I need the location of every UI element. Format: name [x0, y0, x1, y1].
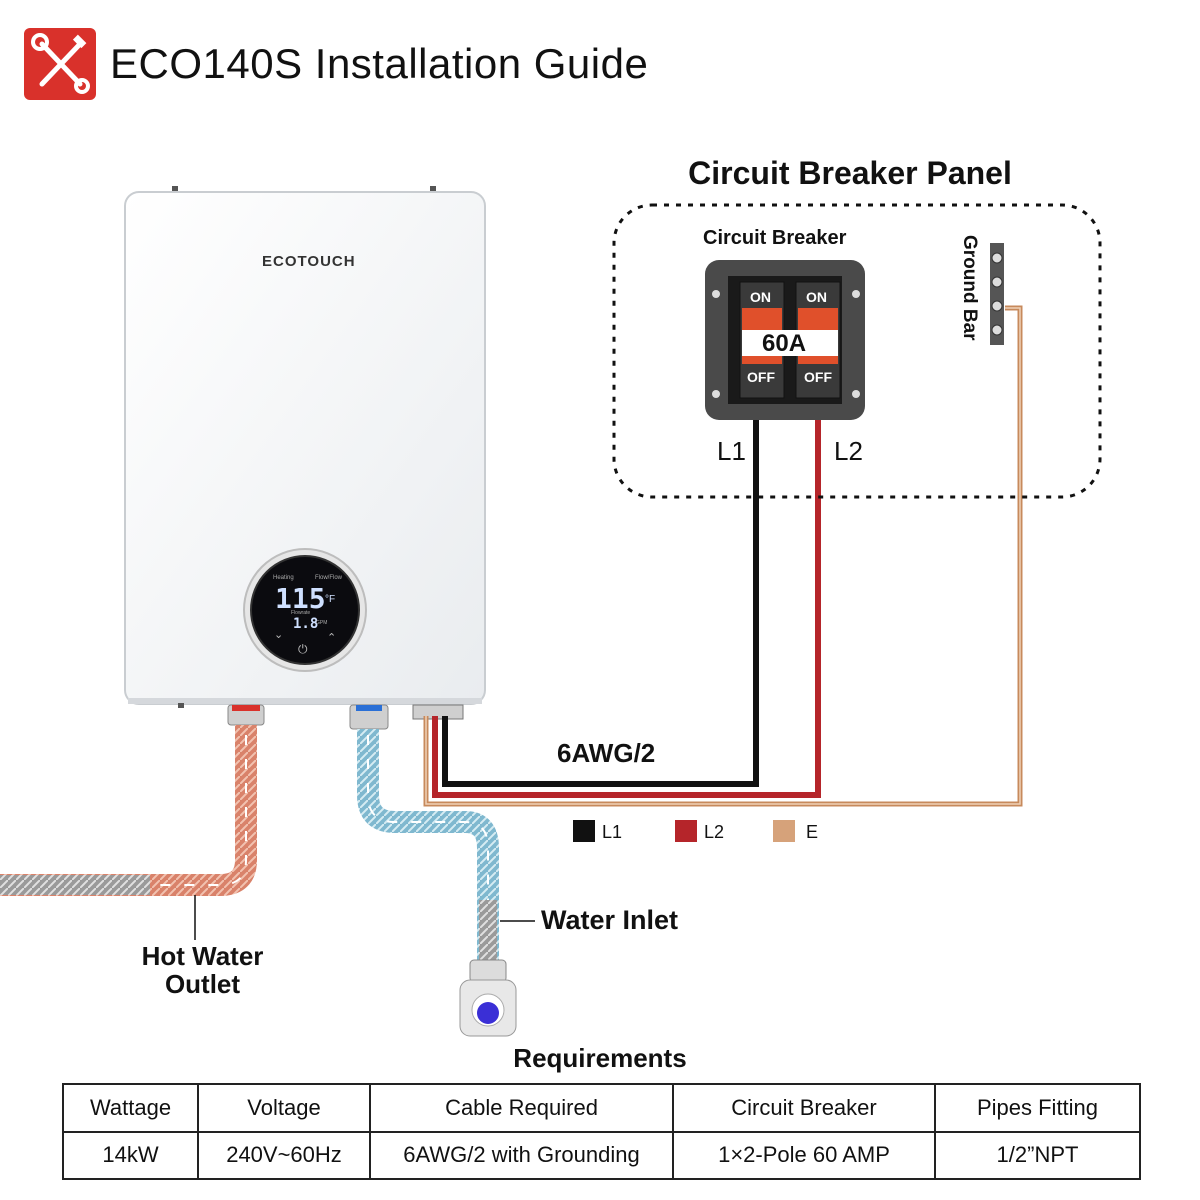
- panel-outline: [612, 203, 1102, 499]
- display-label-flow: Flow/Flow: [315, 575, 343, 581]
- display-label-flowrate: Flowrate: [291, 610, 311, 616]
- cold-water-pipe: [349, 704, 535, 1037]
- hot-water-pipe: [0, 704, 265, 940]
- display-temperature: 115: [275, 582, 326, 615]
- down-arrow-icon[interactable]: ⌄: [274, 629, 284, 641]
- legend-label-e: E: [806, 822, 819, 842]
- water-heater: [124, 186, 486, 708]
- header-voltage: Voltage: [197, 1083, 371, 1133]
- cable-label: 6AWG/2: [557, 738, 656, 768]
- header-wattage: Wattage: [62, 1083, 199, 1133]
- ground-bar-label: Ground Bar: [959, 235, 980, 341]
- display-flow: 1.8: [293, 616, 319, 632]
- switch-off-right: OFF: [804, 369, 832, 385]
- header-cable: Cable Required: [369, 1083, 674, 1133]
- value-wattage: 14kW: [62, 1130, 199, 1180]
- legend-swatch-l2: [675, 820, 697, 842]
- water-inlet-label: Water Inlet: [541, 905, 679, 935]
- display-temp-unit: °F: [325, 594, 336, 605]
- up-arrow-icon[interactable]: ⌃: [327, 632, 337, 644]
- legend-swatch-e: [773, 820, 795, 842]
- display-label-heating: Heating: [273, 575, 294, 581]
- hot-water-outlet-label: Hot Water Outlet: [141, 941, 264, 999]
- switch-on-right: ON: [806, 289, 827, 305]
- table-row: 14kW 240V~60Hz 6AWG/2 with Grounding 1×2…: [62, 1130, 1141, 1180]
- legend-label-l1: L1: [602, 822, 623, 842]
- value-voltage: 240V~60Hz: [197, 1130, 371, 1180]
- legend-label-l2: L2: [704, 822, 725, 842]
- tools-icon: [24, 28, 96, 100]
- breaker-label: Circuit Breaker: [703, 227, 847, 249]
- power-icon[interactable]: ⏻: [298, 642, 308, 656]
- value-cable: 6AWG/2 with Grounding: [369, 1130, 674, 1180]
- circuit-breaker: [705, 260, 865, 420]
- display-flow-unit: GPM: [316, 620, 328, 626]
- requirements-table: Wattage Voltage Cable Required Circuit B…: [62, 1083, 1141, 1180]
- brand-logo: ECOTOUCH: [262, 253, 356, 270]
- header-pipes: Pipes Fitting: [934, 1083, 1141, 1133]
- wiring: [423, 305, 1023, 807]
- line1-label: L1: [717, 436, 746, 466]
- legend-swatch-l1: [573, 820, 595, 842]
- breaker-rating: 60A: [762, 330, 807, 357]
- switch-on-left: ON: [750, 289, 771, 305]
- value-pipes: 1/2”NPT: [934, 1130, 1141, 1180]
- wrench-screwdriver-glyph: [31, 33, 90, 94]
- table-header-row: Wattage Voltage Cable Required Circuit B…: [62, 1083, 1141, 1133]
- panel-title: Circuit Breaker Panel: [688, 155, 1012, 191]
- line2-label: L2: [834, 436, 863, 466]
- requirements-title: Requirements: [513, 1043, 687, 1073]
- ground-bar: [990, 243, 1004, 345]
- page-title: ECO140S Installation Guide: [110, 40, 649, 87]
- switch-off-left: OFF: [747, 369, 775, 385]
- value-breaker: 1×2-Pole 60 AMP: [672, 1130, 936, 1180]
- header-breaker: Circuit Breaker: [672, 1083, 936, 1133]
